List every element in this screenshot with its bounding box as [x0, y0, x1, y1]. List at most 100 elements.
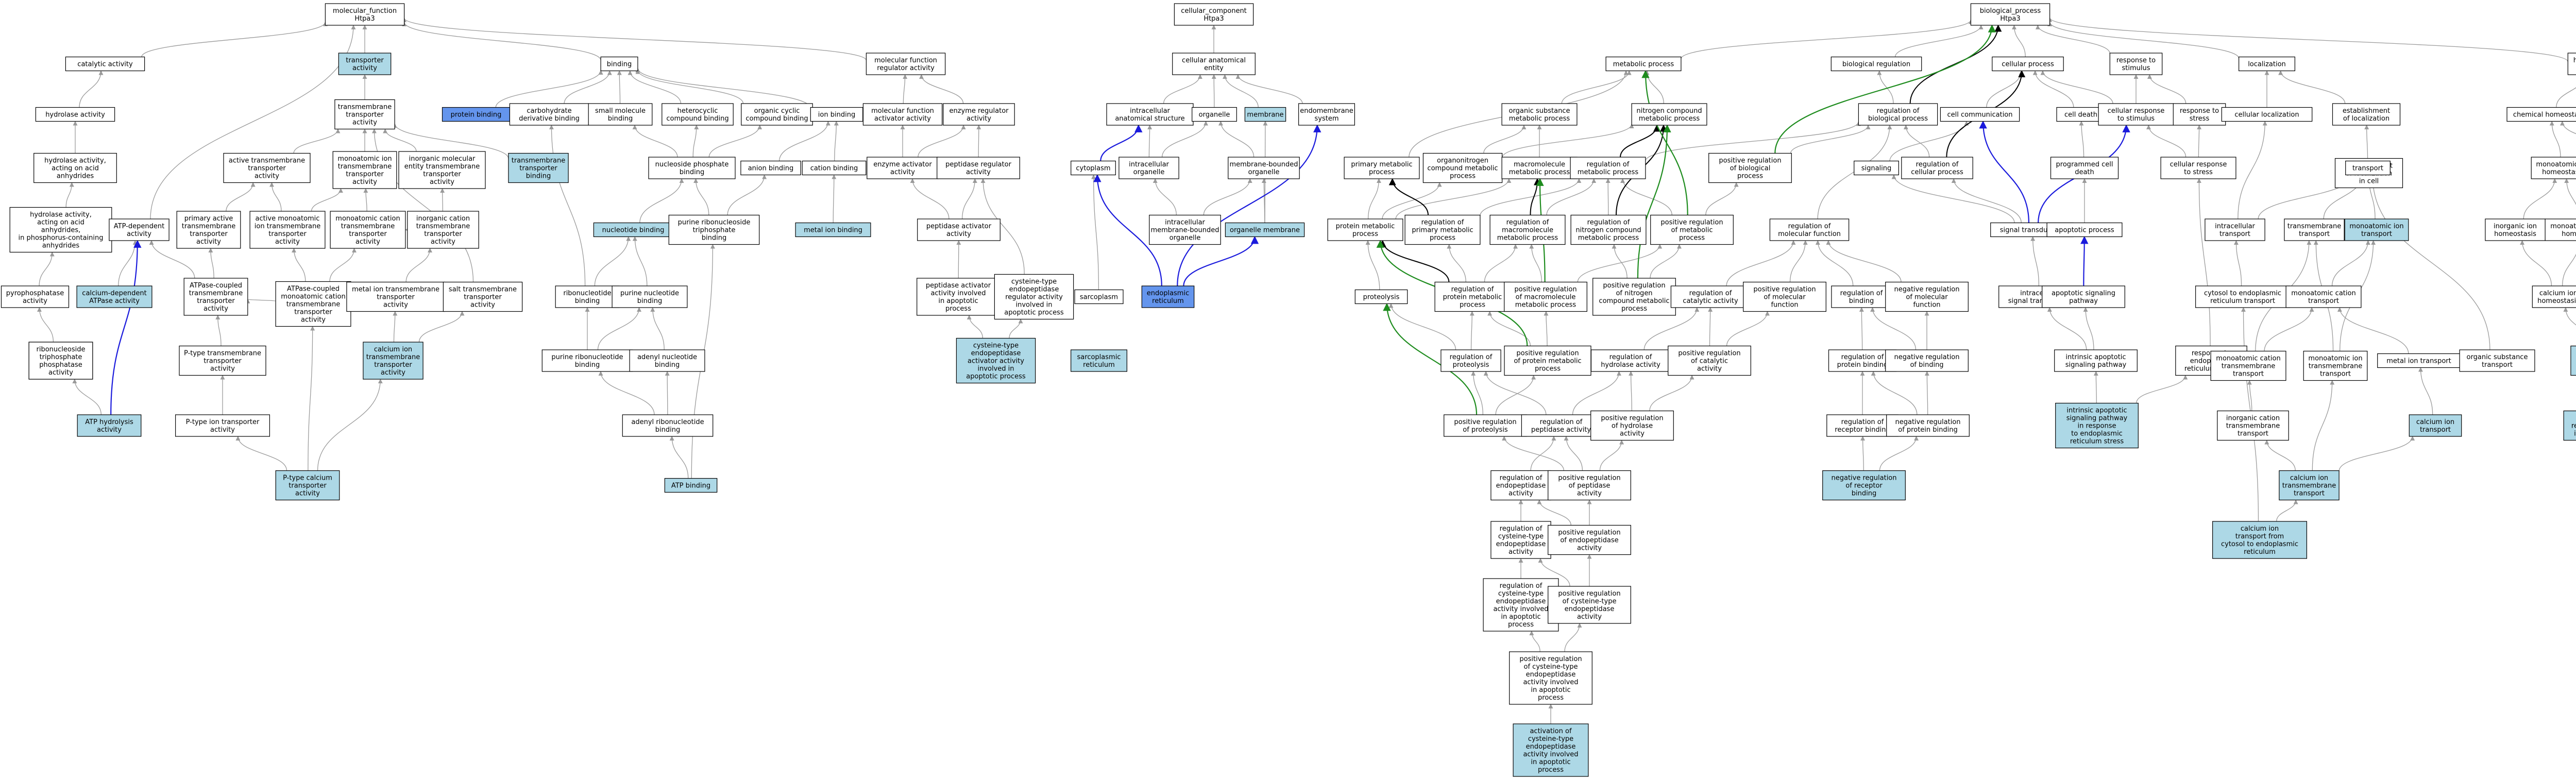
edge-enzyme-reg-to-mf-regulator [919, 74, 964, 104]
edge-nucleoside-p-binding-to-org-cyclic [708, 125, 762, 158]
node-label-line: macromolecule [1502, 227, 1553, 234]
edge-nucleoside-p-binding-to-heterocyclic [692, 125, 699, 158]
edge-calcium-ion-transport-to-metal-ion-transport [2418, 367, 2433, 415]
node-label-line: negative regulation [1831, 475, 1896, 482]
edge-metabolic-to-bp-root [1681, 19, 1973, 59]
node-monoatomic-ion-tm: monoatomic iontransmembranetransporterac… [332, 151, 397, 189]
node-label-line: hydrolase activity, [30, 211, 92, 219]
node-label-line: regulation of [1609, 353, 1652, 361]
edge-reg-bio-to-bio-reg [1877, 70, 1894, 104]
node-label-line: function [1913, 301, 1940, 309]
edge-neg-reg-receptor-binding-to-reg-receptor-binding [1860, 436, 1866, 471]
node-label-line: process [1430, 234, 1455, 242]
node-label-line: transporter [346, 171, 384, 178]
edge-reg-proteolysis-to-proteolysis [1388, 303, 1456, 350]
node-label-line: activity [23, 297, 47, 305]
node-label-line: enzyme regulator [949, 107, 1009, 115]
edge-signal-transduction-to-reg-cell-proc [1951, 178, 2022, 223]
node-box [1592, 278, 1676, 316]
node-box [2279, 470, 2340, 501]
node-label-line: activity [966, 168, 991, 176]
node-label-line: positive regulation [1601, 415, 1663, 422]
edge-pos-reg-proteolysis-to-reg-proteolysis [1471, 371, 1483, 415]
node-label-line: reticulum [1083, 361, 1115, 369]
node-label-line: transmembrane [2287, 223, 2342, 230]
node-label-line: activity [470, 301, 495, 309]
node-layer: molecular_functionHtpa3cellular_componen… [1, 3, 2576, 777]
node-label-line: cytosol to endoplasmic [2221, 540, 2298, 548]
node-box [1174, 3, 1254, 26]
node-label-line: proteolysis [1363, 294, 1400, 301]
node-box [175, 414, 270, 437]
node-label-line: apoptotic signaling [2052, 290, 2115, 297]
edge-signal-transduction-to-cell-comm [1979, 120, 2030, 223]
edge-peptidase-reg-to-enzyme-reg [976, 125, 981, 158]
node-label-line: in response [2077, 422, 2116, 430]
node-label-line: endopeptidase [1496, 598, 1546, 605]
edge-p-type-tm-to-atpase-coupled-tm [215, 315, 222, 346]
node-label-line: process [1737, 173, 1763, 180]
node-box [1074, 289, 1124, 304]
node-label-line: compound metabolic [1427, 165, 1498, 173]
node-box [1071, 160, 1116, 176]
edge-calcium-ion-homeo-to-monoatomic-cation-homeo [2562, 253, 2576, 286]
node-label-line: transmembrane [182, 223, 236, 230]
node-label-line: regulation of [1689, 290, 1732, 297]
node-label-line: calcium ion [2241, 525, 2279, 533]
edge-pos-reg-protein-met-to-pos-reg-macromol-met [1544, 311, 1549, 346]
node-label-line: activity [97, 426, 122, 434]
node-catalytic: catalytic activity [65, 56, 145, 72]
node-label-line: cell death [2064, 111, 2097, 119]
node-label-line: nucleotide binding [602, 227, 665, 234]
node-label-line: of metabolic [1671, 227, 1713, 234]
node-label-line: small molecule [595, 107, 646, 115]
node-label-line: activation of [1530, 727, 1571, 735]
edge-homeostatic-to-bp-root [2047, 17, 2568, 62]
node-label-line: compound binding [745, 115, 808, 123]
node-monoatomic-cation-tm: monoatomic cationtransmembranetransporte… [330, 211, 406, 249]
node-label-line: regulator activity [1005, 294, 1063, 301]
node-label-line: calcium ion [2539, 290, 2576, 297]
node-label-line: inorganic cation [2226, 415, 2280, 422]
edge-neg-reg-protein-binding-to-reg-protein-binding [1871, 371, 1918, 415]
node-label-line: intracellular [1165, 219, 1205, 227]
node-box [275, 470, 340, 501]
node-label-line: cytoplasm [1076, 165, 1110, 173]
edge-chem-homeo-to-homeostatic [2556, 87, 2576, 108]
edge-metal-ion-tm-to-inorg-cation-tm [405, 248, 433, 282]
node-label-line: calcium ion [374, 346, 412, 353]
node-label-line: homeostasis [2537, 297, 2576, 305]
node-label-line: cysteine-type [1498, 533, 1544, 540]
node-label-line: process [1538, 766, 1564, 774]
node-box [2285, 285, 2362, 308]
node-box [249, 211, 326, 249]
node-label-line: transmembrane [2309, 363, 2363, 370]
edge-intracell-chem-homeo-to-chem-homeo [2560, 121, 2576, 134]
node-label-line: anhydrides [42, 242, 80, 250]
node-box [1483, 578, 1559, 632]
node-label-line: membrane-bounded [1229, 161, 1298, 168]
edge-pos-reg-cysteine-apop-to-pos-reg-cysteine-endopep [1564, 623, 1582, 652]
edge-reg-peptidase-to-reg-proteolysis [1483, 371, 1547, 415]
node-label-line: activity [301, 316, 326, 324]
node-label-line: Htpa3 [1204, 15, 1224, 23]
node-label-line: endoplasmic [1147, 290, 1189, 297]
node-box [77, 414, 142, 437]
node-label-line: primary active [184, 215, 233, 223]
node-label-line: transport [2420, 426, 2451, 434]
